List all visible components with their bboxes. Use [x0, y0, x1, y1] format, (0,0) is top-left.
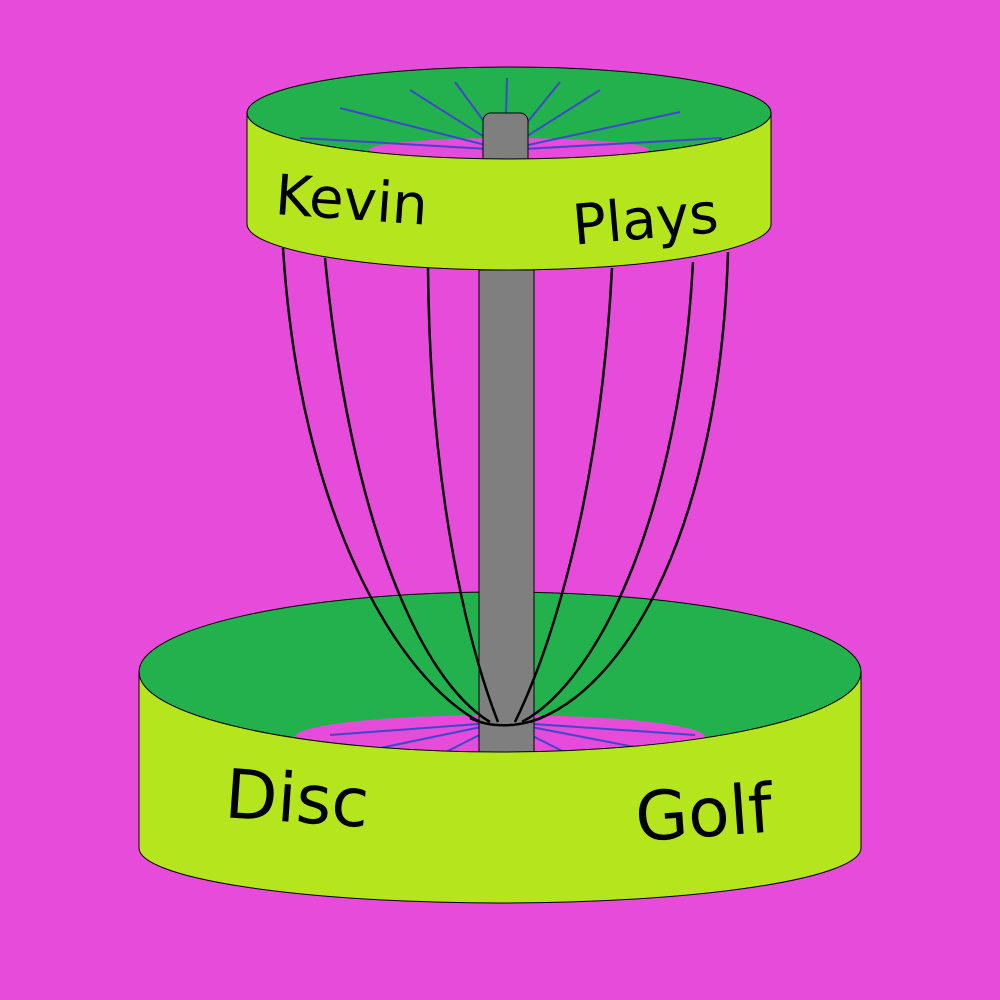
word-kevin: Kevin — [273, 163, 430, 238]
top-spokes — [299, 77, 723, 151]
logo-text: Kevin Plays Disc Golf — [222, 163, 777, 858]
chain — [281, 247, 481, 724]
chain — [521, 261, 695, 724]
chain — [426, 267, 500, 723]
chain — [469, 714, 546, 727]
top-band-wall — [246, 112, 772, 271]
bottom-basket-wall — [138, 671, 862, 904]
chain — [513, 267, 614, 723]
word-golf: Golf — [633, 770, 777, 859]
word-plays: Plays — [570, 181, 721, 258]
word-disc: Disc — [222, 755, 371, 844]
top-band — [246, 66, 772, 271]
pole — [478, 269, 535, 753]
chain — [323, 257, 491, 724]
chains — [281, 247, 730, 727]
chain — [529, 251, 730, 724]
